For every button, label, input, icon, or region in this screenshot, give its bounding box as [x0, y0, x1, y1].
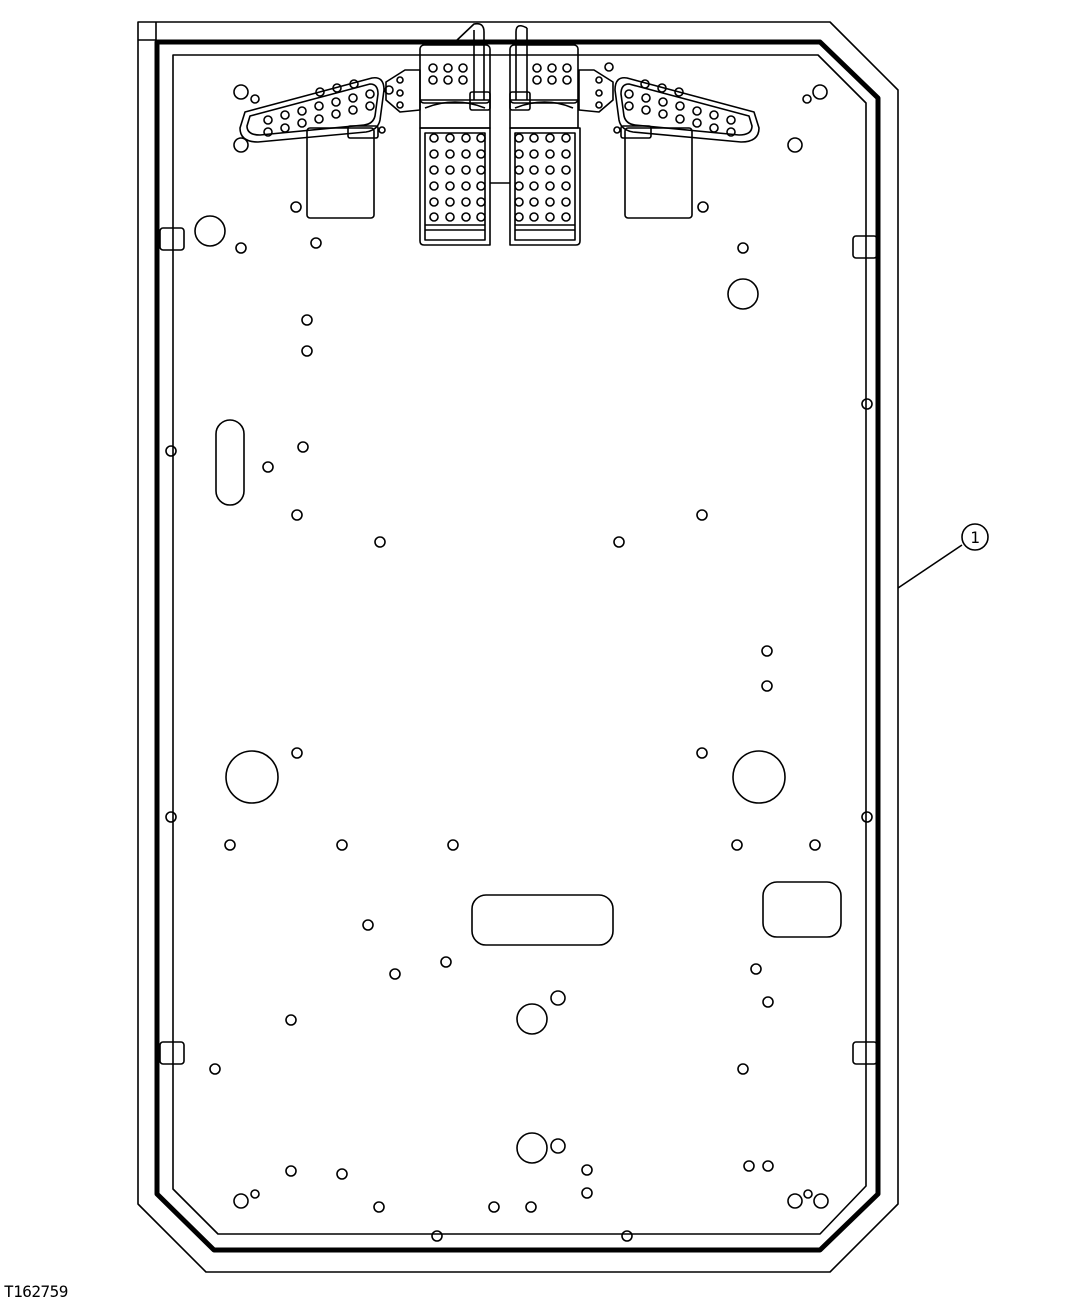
slot-left-vertical [215, 419, 245, 506]
large-opening [732, 750, 786, 804]
figure-id: T162759 [4, 1282, 68, 1301]
center-pedal-left [419, 22, 491, 246]
medium-opening [727, 278, 759, 310]
large-opening [225, 750, 279, 804]
side-tab-left-upper [159, 227, 185, 251]
pedal-mount-plate-right [624, 127, 693, 219]
pedal-mount-plate-left [306, 127, 375, 219]
medium-opening [516, 1003, 548, 1035]
travel-pedal-left [239, 69, 421, 143]
side-tab-right-upper [852, 235, 878, 259]
side-tab-left-lower [159, 1041, 185, 1065]
mat-corner-tab [138, 22, 157, 41]
mat-outer-outline [137, 21, 899, 1273]
callout-label: 1 [970, 528, 980, 547]
callout-leader-line [897, 544, 963, 589]
side-tab-right-lower [852, 1041, 878, 1065]
medium-opening [194, 215, 226, 247]
slot-right-horizontal [762, 881, 842, 938]
mat-rim [154, 39, 881, 1253]
travel-pedal-right [578, 62, 760, 143]
medium-opening [516, 1132, 548, 1164]
bolt-holes [165, 84, 873, 1242]
callout-circle [961, 523, 989, 551]
slot-center-horizontal [471, 894, 614, 946]
mat-inner-outline [172, 54, 867, 1235]
center-pedal-right [509, 24, 581, 246]
